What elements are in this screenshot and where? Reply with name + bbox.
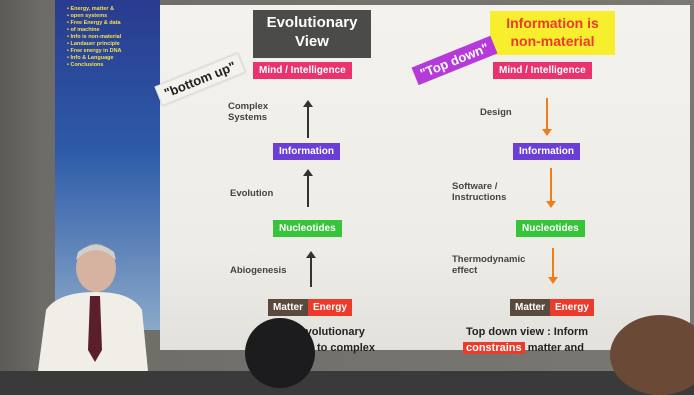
right-arrow-down-3: [548, 248, 558, 284]
right-arrow-down-2: [546, 168, 556, 208]
sidebar-item: open systems: [67, 13, 156, 20]
left-arrow-up-2: [303, 169, 313, 207]
left-mind-box: Mind / Intelligence: [253, 62, 352, 79]
right-arrow-down-1: [542, 98, 552, 136]
top-down-tag: "Top down": [411, 35, 498, 86]
sidebar-item: Info & Language: [67, 55, 156, 62]
sidebar-item: Landauer principle: [67, 41, 156, 48]
right-title: Information is non-material: [490, 11, 615, 55]
constrains-highlight: constrains: [463, 342, 525, 354]
right-caption-2-row: constrains matter and: [463, 342, 584, 354]
right-label-software: Software / Instructions: [452, 181, 507, 203]
right-caption-1: Top down view : Inform: [466, 326, 589, 338]
sidebar-item: Energy, matter &: [67, 6, 156, 13]
presenter-figure: [38, 244, 148, 371]
left-caption-2: ple to complex: [298, 342, 376, 354]
sidebar-item: Info is non-material: [67, 34, 156, 41]
right-caption-2: matter and: [524, 342, 584, 354]
bottom-up-tag: "bottom up": [154, 52, 246, 107]
left-nucleotides-box: Nucleotides: [273, 220, 342, 237]
audience-head: [610, 315, 694, 395]
sidebar-item: Conclusions: [67, 62, 156, 69]
right-mind-box: Mind / Intelligence: [493, 62, 592, 79]
audience-head: [245, 318, 315, 388]
left-arrow-up-3: [306, 251, 316, 287]
sidebar-item: of machine: [67, 27, 156, 34]
sidebar-list: Energy, matter & open systems Free Energ…: [55, 0, 160, 69]
left-label-abiogenesis: Abiogenesis: [230, 265, 287, 276]
left-title: Evolutionary View: [253, 10, 371, 58]
left-matter-box: Matter: [268, 299, 309, 316]
sidebar-item: Free energy in DNA: [67, 48, 156, 55]
right-nucleotides-box: Nucleotides: [516, 220, 585, 237]
right-information-box: Information: [513, 143, 580, 160]
presentation-slide: Evolutionary View Information is non-mat…: [154, 5, 690, 354]
left-information-box: Information: [273, 143, 340, 160]
left-energy-box: Energy: [308, 299, 352, 316]
left-arrow-up-1: [303, 100, 313, 138]
left-label-evolution: Evolution: [230, 188, 274, 199]
right-label-design: Design: [480, 107, 512, 118]
left-label-complex: Complex Systems: [228, 101, 269, 123]
right-energy-box: Energy: [550, 299, 594, 316]
right-matter-box: Matter: [510, 299, 551, 316]
sidebar-item: Free Energy & data: [67, 20, 156, 27]
right-label-thermo: Thermodynamic effect: [452, 254, 526, 276]
